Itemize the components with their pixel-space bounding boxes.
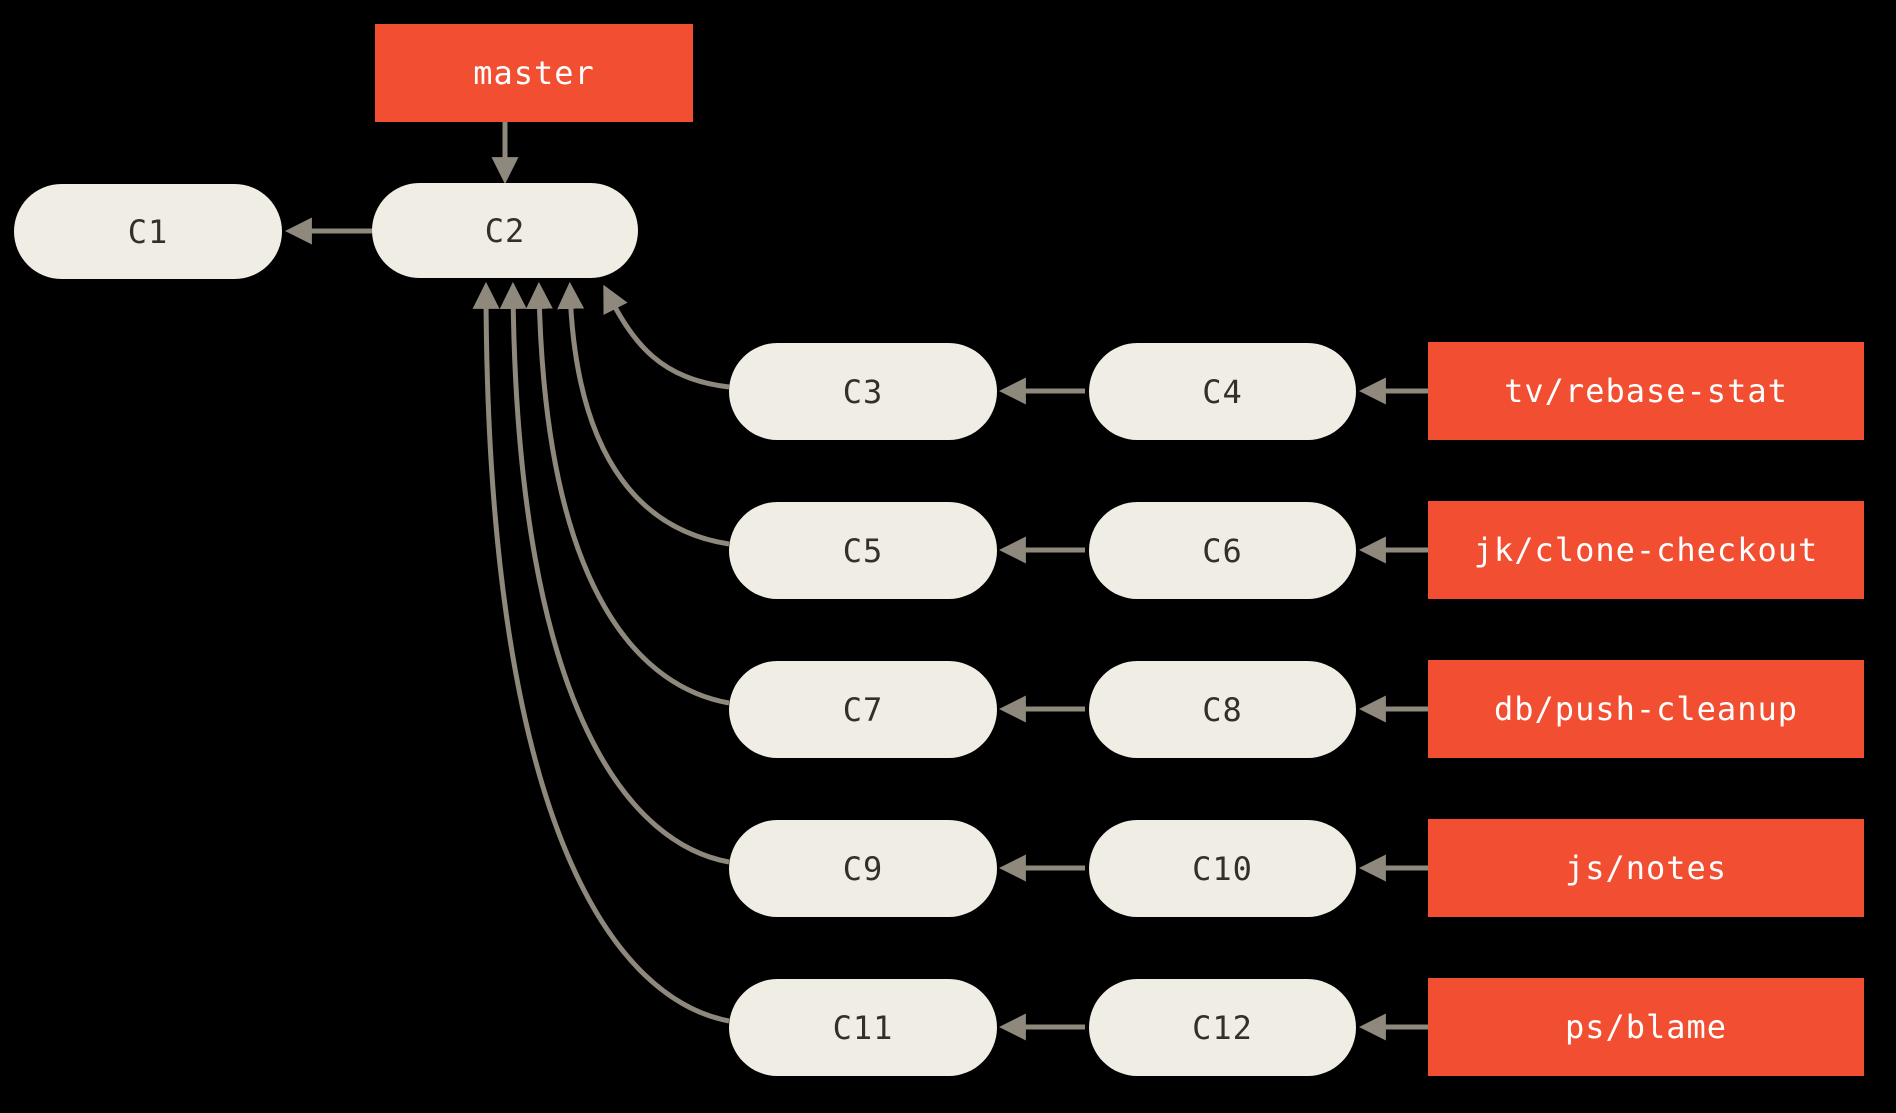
branch-label-master: master — [375, 24, 693, 122]
commit-node-c6: C6 — [1089, 502, 1356, 599]
commit-label-c11: C11 — [832, 1008, 894, 1047]
edge-c7-to-c2 — [525, 281, 730, 706]
branch-label-ps-blame: ps/blame — [1428, 978, 1864, 1076]
commit-label-c4: C4 — [1202, 372, 1243, 411]
commit-label-c5: C5 — [842, 531, 884, 570]
commit-node-c9: C9 — [729, 820, 997, 917]
commit-label-c2: C2 — [484, 211, 526, 250]
commit-label-c7: C7 — [842, 690, 884, 729]
branch-label-tv-rebase-stat-text: tv/rebase-stat — [1504, 372, 1788, 410]
edge-c3-to-c2 — [603, 284, 730, 390]
branch-label-tv-rebase-stat: tv/rebase-stat — [1428, 342, 1864, 440]
commit-label-c9: C9 — [842, 849, 884, 888]
commit-node-c4: C4 — [1089, 343, 1356, 440]
commit-node-c3: C3 — [729, 343, 997, 440]
branch-label-ps-blame-text: ps/blame — [1564, 1008, 1728, 1046]
commit-node-c8: C8 — [1089, 661, 1356, 758]
branch-label-jk-clone-checkout: jk/clone-checkout — [1428, 501, 1864, 599]
commit-label-c12: C12 — [1192, 1008, 1253, 1047]
commit-node-c12: C12 — [1089, 979, 1356, 1076]
branch-label-db-push-cleanup-text: db/push-cleanup — [1494, 690, 1798, 728]
commit-node-c10: C10 — [1089, 820, 1356, 917]
commit-node-c2: C2 — [372, 183, 638, 278]
commit-label-c3: C3 — [842, 372, 884, 411]
commit-label-c6: C6 — [1202, 531, 1243, 570]
commit-label-c10: C10 — [1192, 849, 1253, 888]
commit-node-c7: C7 — [729, 661, 997, 758]
commit-node-c1: C1 — [14, 184, 282, 279]
branch-label-master-text: master — [473, 54, 595, 92]
edge-c5-to-c2 — [557, 281, 730, 547]
commit-label-c8: C8 — [1202, 690, 1243, 729]
edge-c11-to-c2 — [472, 281, 730, 1024]
commit-node-c5: C5 — [729, 502, 997, 599]
branch-label-db-push-cleanup: db/push-cleanup — [1428, 660, 1864, 758]
branch-label-jk-clone-checkout-text: jk/clone-checkout — [1473, 531, 1819, 569]
edge-c9-to-c2 — [499, 281, 730, 865]
branch-label-js-notes-text: js/notes — [1564, 849, 1728, 887]
commit-node-c11: C11 — [729, 979, 997, 1076]
commit-label-c1: C1 — [127, 212, 169, 251]
branch-label-js-notes: js/notes — [1428, 819, 1864, 917]
